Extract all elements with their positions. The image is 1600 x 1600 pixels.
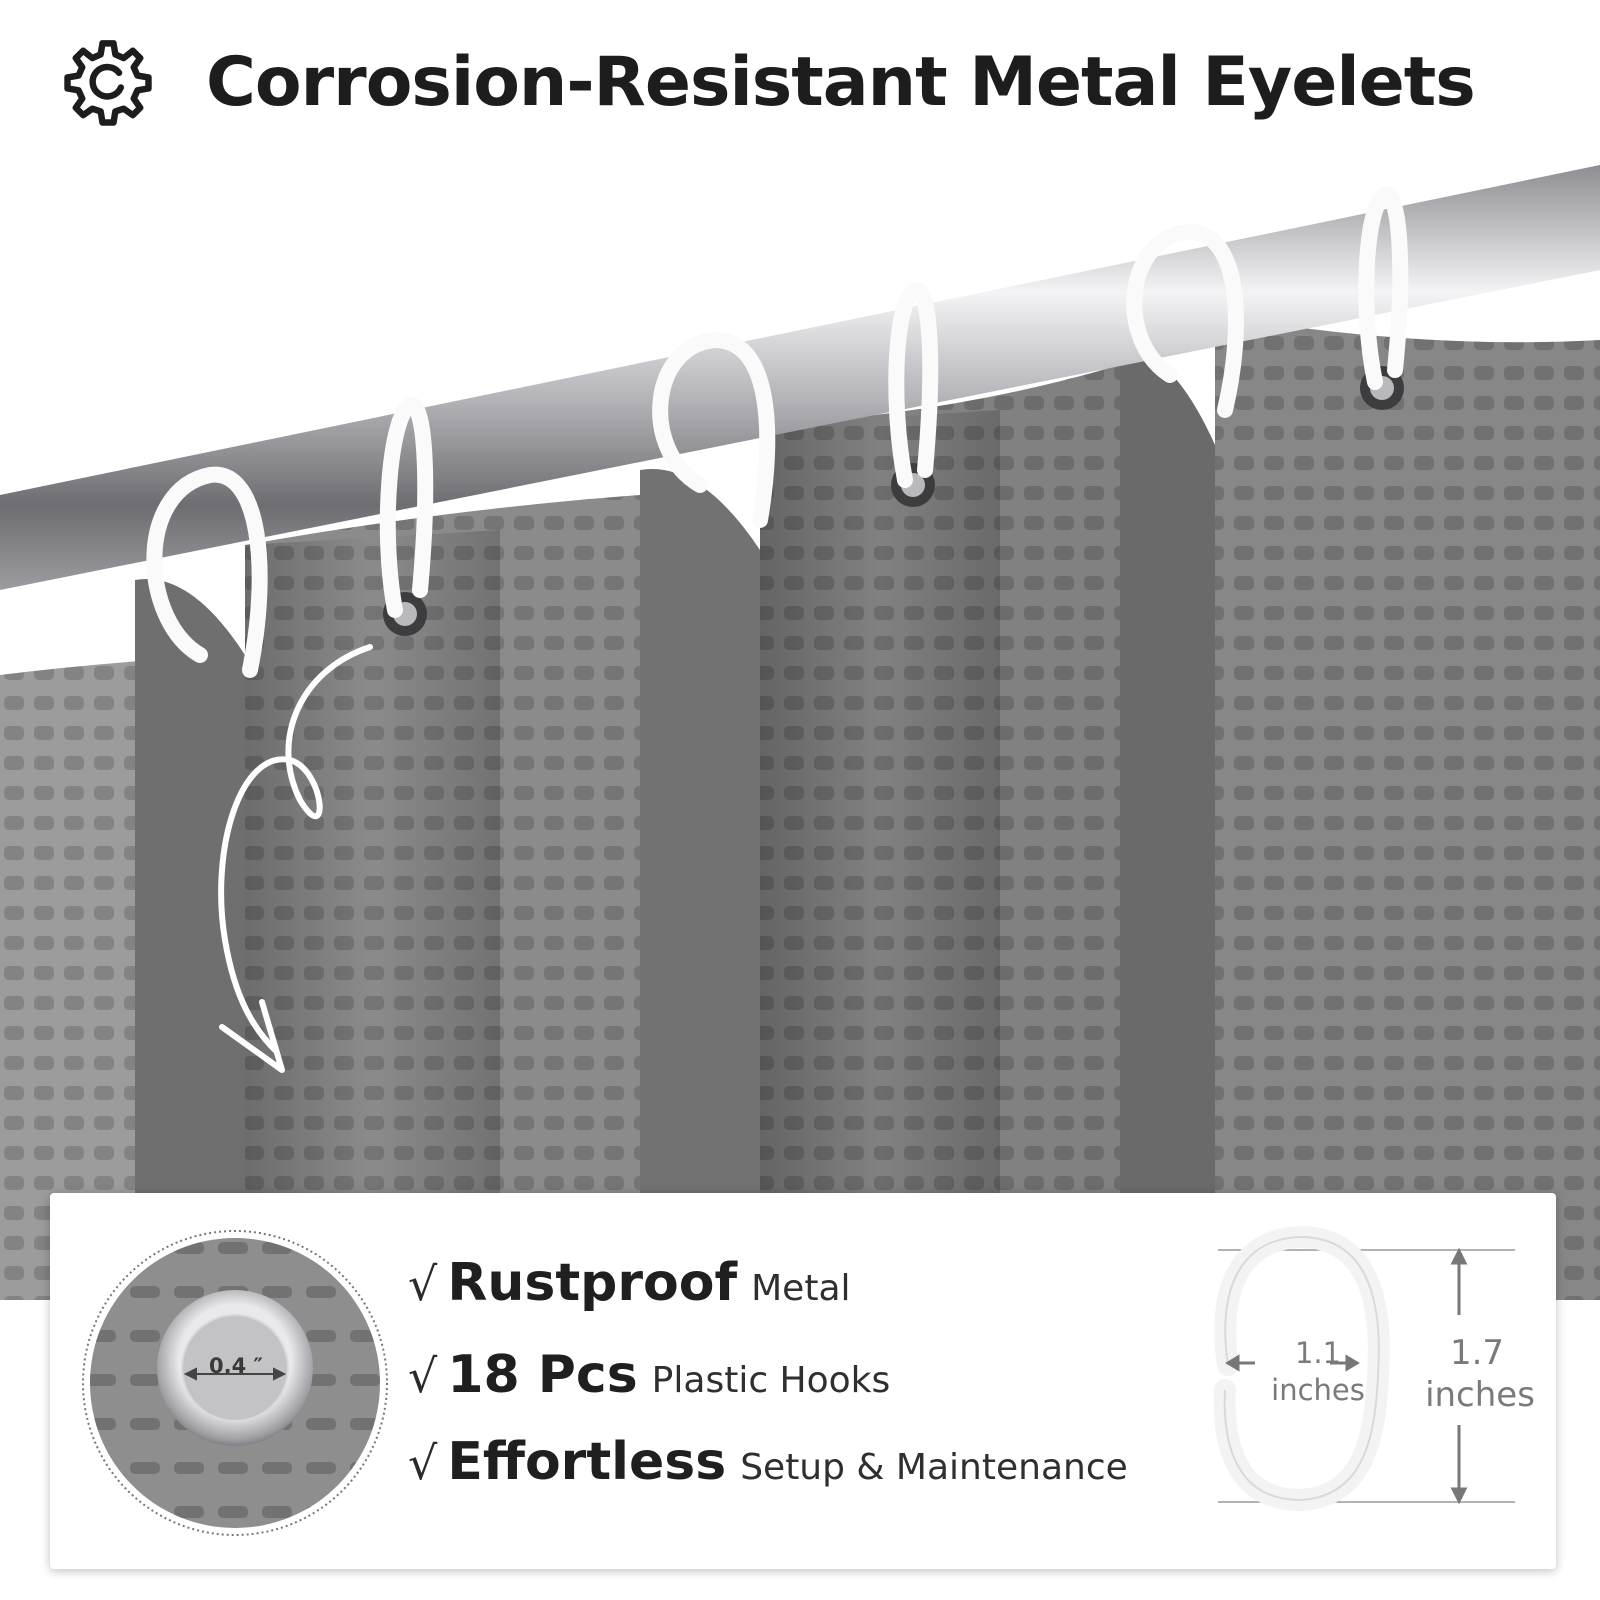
feature-strong: Effortless — [447, 1432, 727, 1492]
feature-effortless: √Effortless Setup & Maintenance — [408, 1432, 1128, 1492]
feature-rustproof: √Rustproof Metal — [408, 1253, 851, 1313]
feature-hooks: √18 Pcs Plastic Hooks — [408, 1345, 890, 1405]
header: Corrosion-Resistant Metal Eyelets — [0, 0, 1600, 165]
product-photo — [0, 150, 1600, 1300]
hook-diagram — [1213, 1225, 1515, 1512]
feature-light: Plastic Hooks — [651, 1360, 891, 1401]
gear-icon — [64, 40, 152, 126]
hook-height-value: 1.7 — [1449, 1333, 1505, 1373]
hook-width-unit: inches — [1271, 1373, 1365, 1407]
shower-rod — [0, 165, 1600, 590]
check-icon: √ — [408, 1436, 438, 1490]
hook-height-unit: inches — [1425, 1375, 1535, 1415]
eyelet-diameter-label: 0.4 ″ — [209, 1354, 263, 1378]
feature-strong: 18 Pcs — [447, 1345, 638, 1405]
check-icon: √ — [408, 1257, 438, 1311]
eyelet-closeup — [82, 1230, 388, 1536]
hooks — [146, 186, 1409, 678]
feature-strong: Rustproof — [447, 1253, 738, 1313]
feature-light: Setup & Maintenance — [740, 1447, 1128, 1488]
page-title: Corrosion-Resistant Metal Eyelets — [206, 43, 1476, 122]
curtain — [0, 315, 1600, 1300]
feature-light: Metal — [751, 1268, 851, 1309]
hook-width-value: 1.1 — [1294, 1336, 1342, 1370]
arrow-icon — [218, 644, 373, 1073]
check-icon: √ — [408, 1349, 438, 1403]
